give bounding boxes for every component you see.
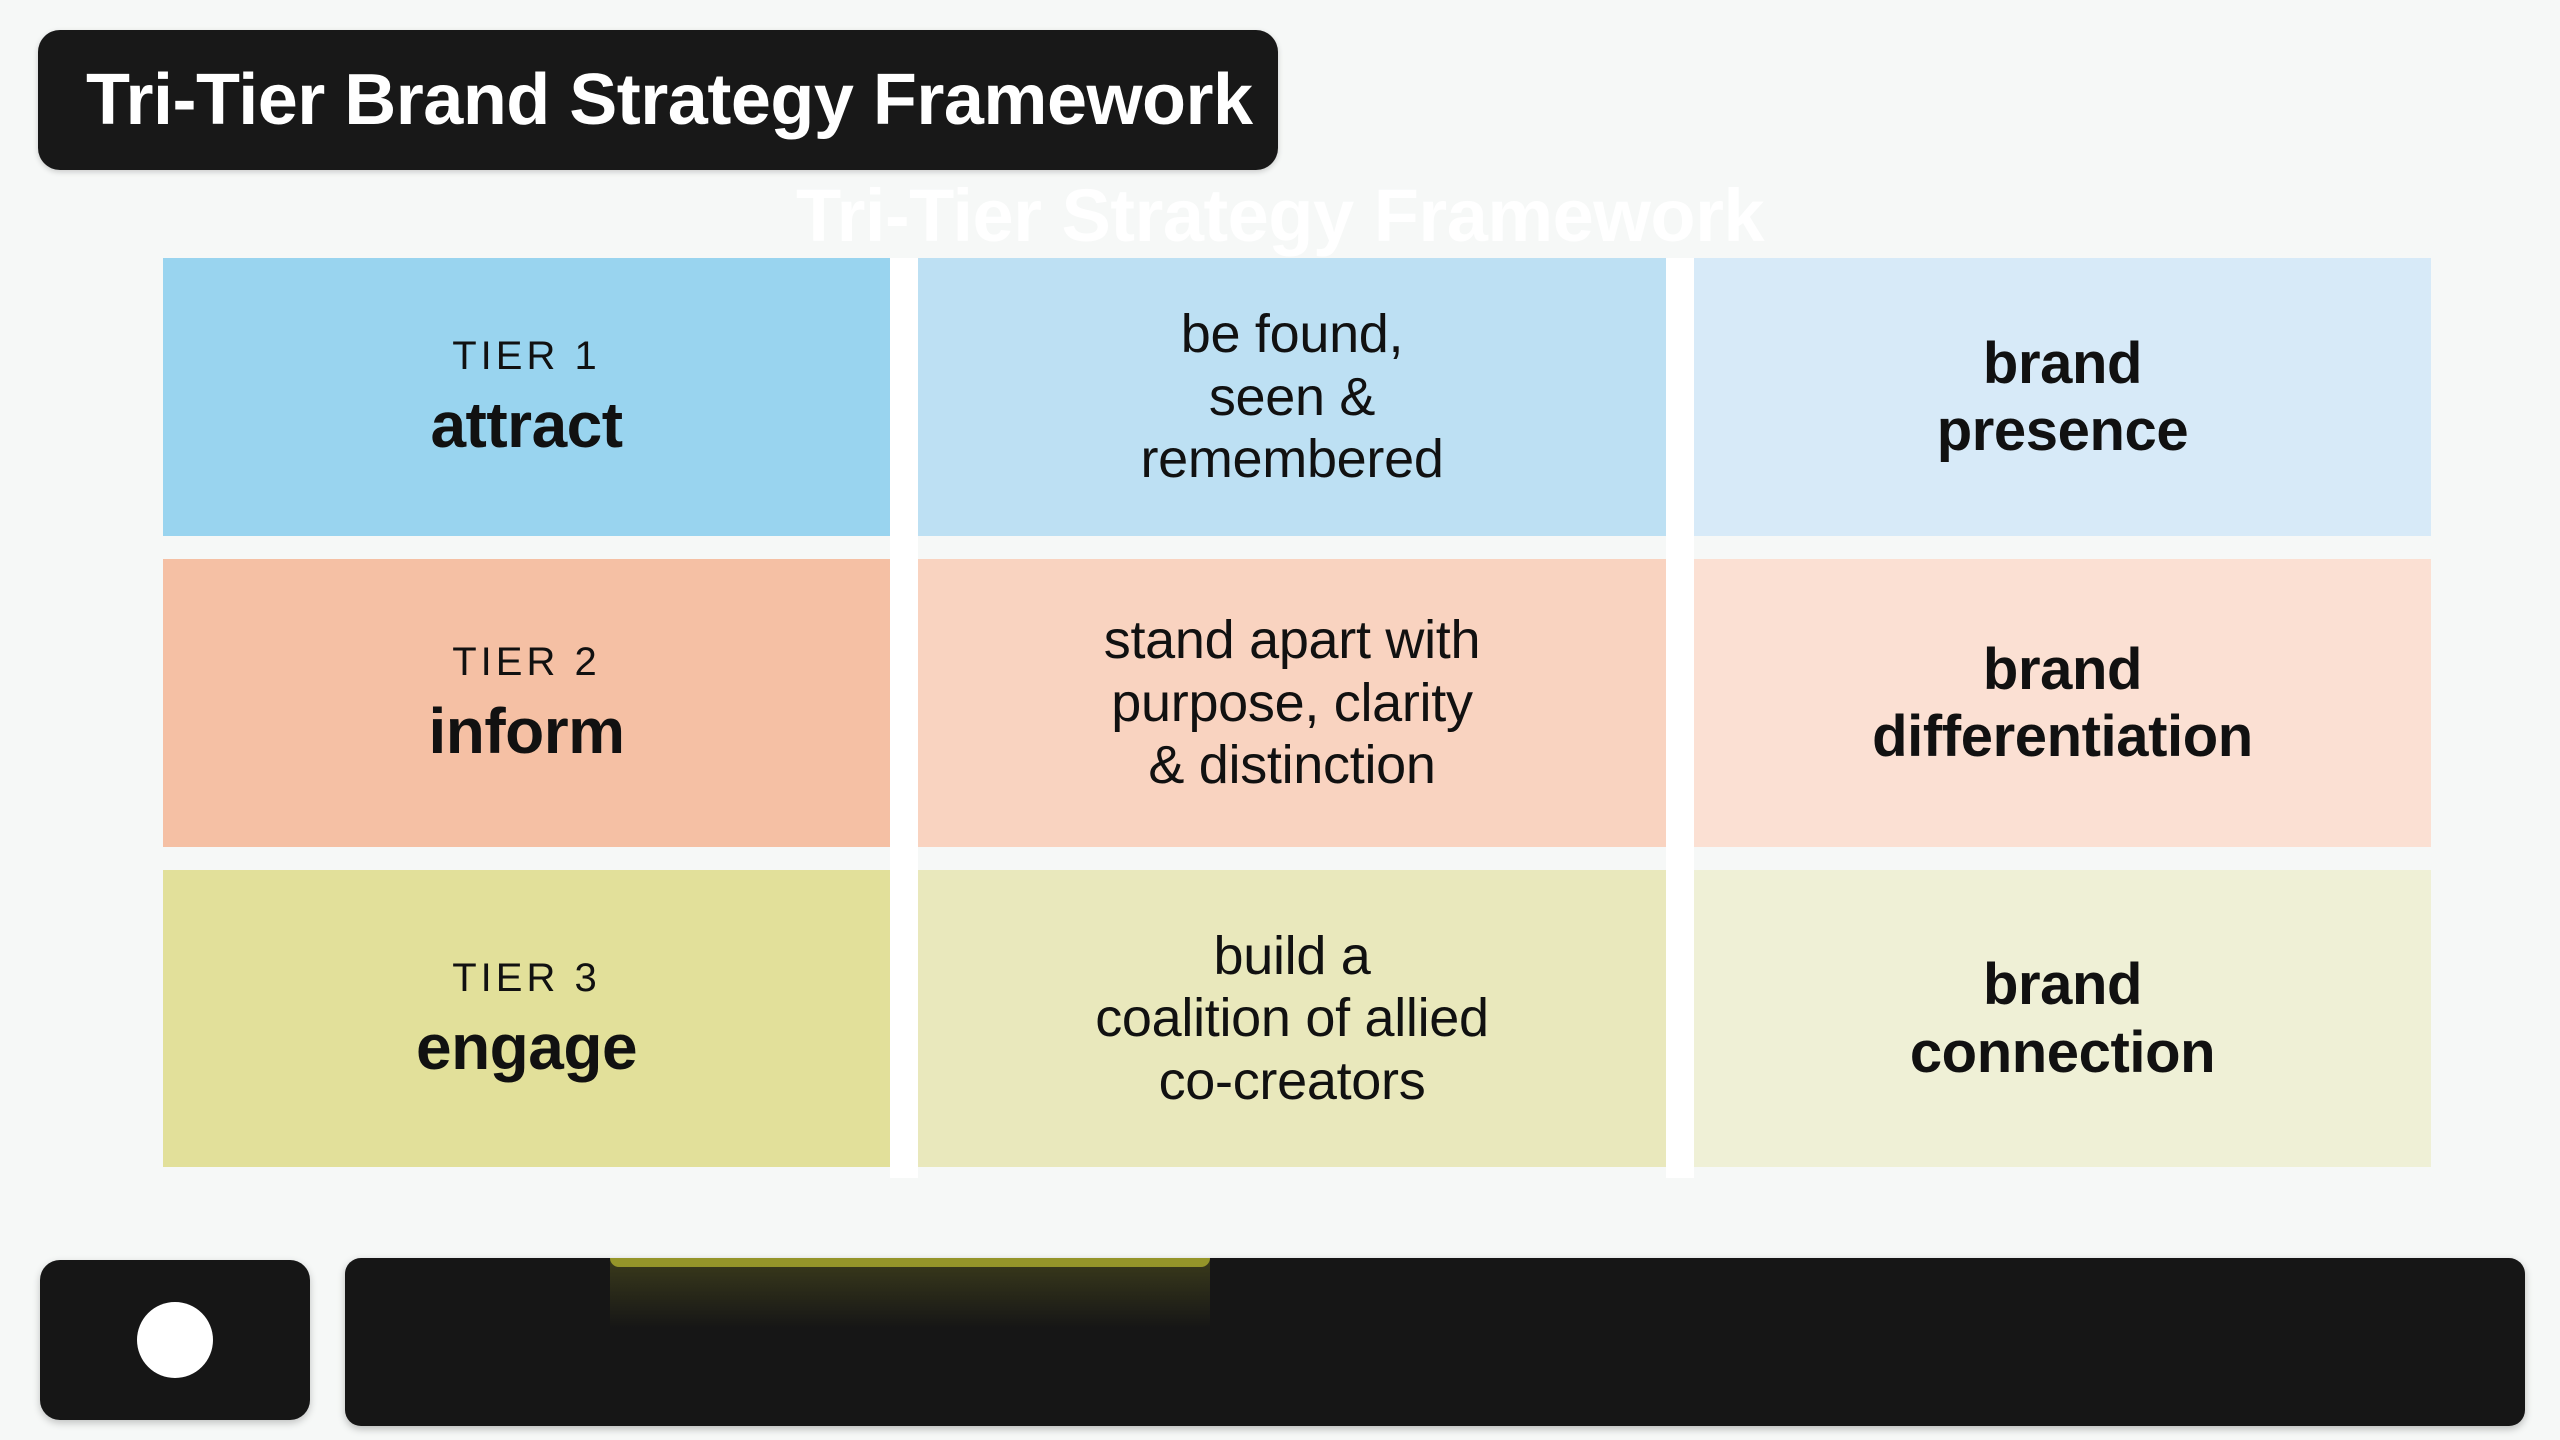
tier-cell-2-description[interactable]: stand apart with purpose, clarity & dist… (918, 559, 1666, 847)
tier-cell-3-label[interactable]: TIER 3 engage (163, 870, 890, 1167)
tier-3-eyebrow: TIER 3 (452, 955, 601, 1000)
tier-3-word: engage (415, 1010, 638, 1083)
page-title: Tri-Tier Brand Strategy Framework (86, 60, 1253, 140)
tier-1-outcome: brand presence (1936, 330, 2189, 463)
tier-1-description: be found, seen & remembered (1140, 304, 1444, 490)
title-chip: Tri-Tier Brand Strategy Framework (38, 30, 1278, 170)
tier-cell-1-description[interactable]: be found, seen & remembered (918, 258, 1666, 536)
record-button[interactable] (40, 1260, 310, 1420)
tier-3-outcome: brand connection (1909, 952, 2216, 1085)
column-separator-2 (1666, 258, 1694, 1178)
tier-2-eyebrow: TIER 2 (452, 640, 601, 685)
toolbar-accent-glow (610, 1258, 1210, 1328)
toolbar-accent-bar (610, 1258, 1210, 1267)
tier-cell-1-outcome[interactable]: brand presence (1694, 258, 2431, 536)
tier-2-outcome: brand differentiation (1872, 636, 2253, 769)
bottom-toolbar[interactable] (345, 1258, 2525, 1426)
tier-3-description: build a coalition of allied co-creators (1095, 925, 1489, 1111)
record-circle-icon (137, 1302, 213, 1378)
tier-cell-3-outcome[interactable]: brand connection (1694, 870, 2431, 1167)
ghost-heading: Tri-Tier Strategy Framework (795, 174, 1765, 257)
tier-cell-2-label[interactable]: TIER 2 inform (163, 559, 890, 847)
tier-2-description: stand apart with purpose, clarity & dist… (1103, 610, 1481, 796)
tier-cell-2-outcome[interactable]: brand differentiation (1694, 559, 2431, 847)
tier-2-word: inform (428, 695, 625, 768)
tier-cell-1-label[interactable]: TIER 1 attract (163, 258, 890, 536)
framework-grid: TIER 1 attract be found, seen & remember… (163, 258, 2431, 1167)
column-separator-1 (890, 258, 918, 1178)
tier-1-word: attract (430, 389, 623, 462)
tier-cell-3-description[interactable]: build a coalition of allied co-creators (918, 870, 1666, 1167)
tier-1-eyebrow: TIER 1 (452, 334, 601, 379)
